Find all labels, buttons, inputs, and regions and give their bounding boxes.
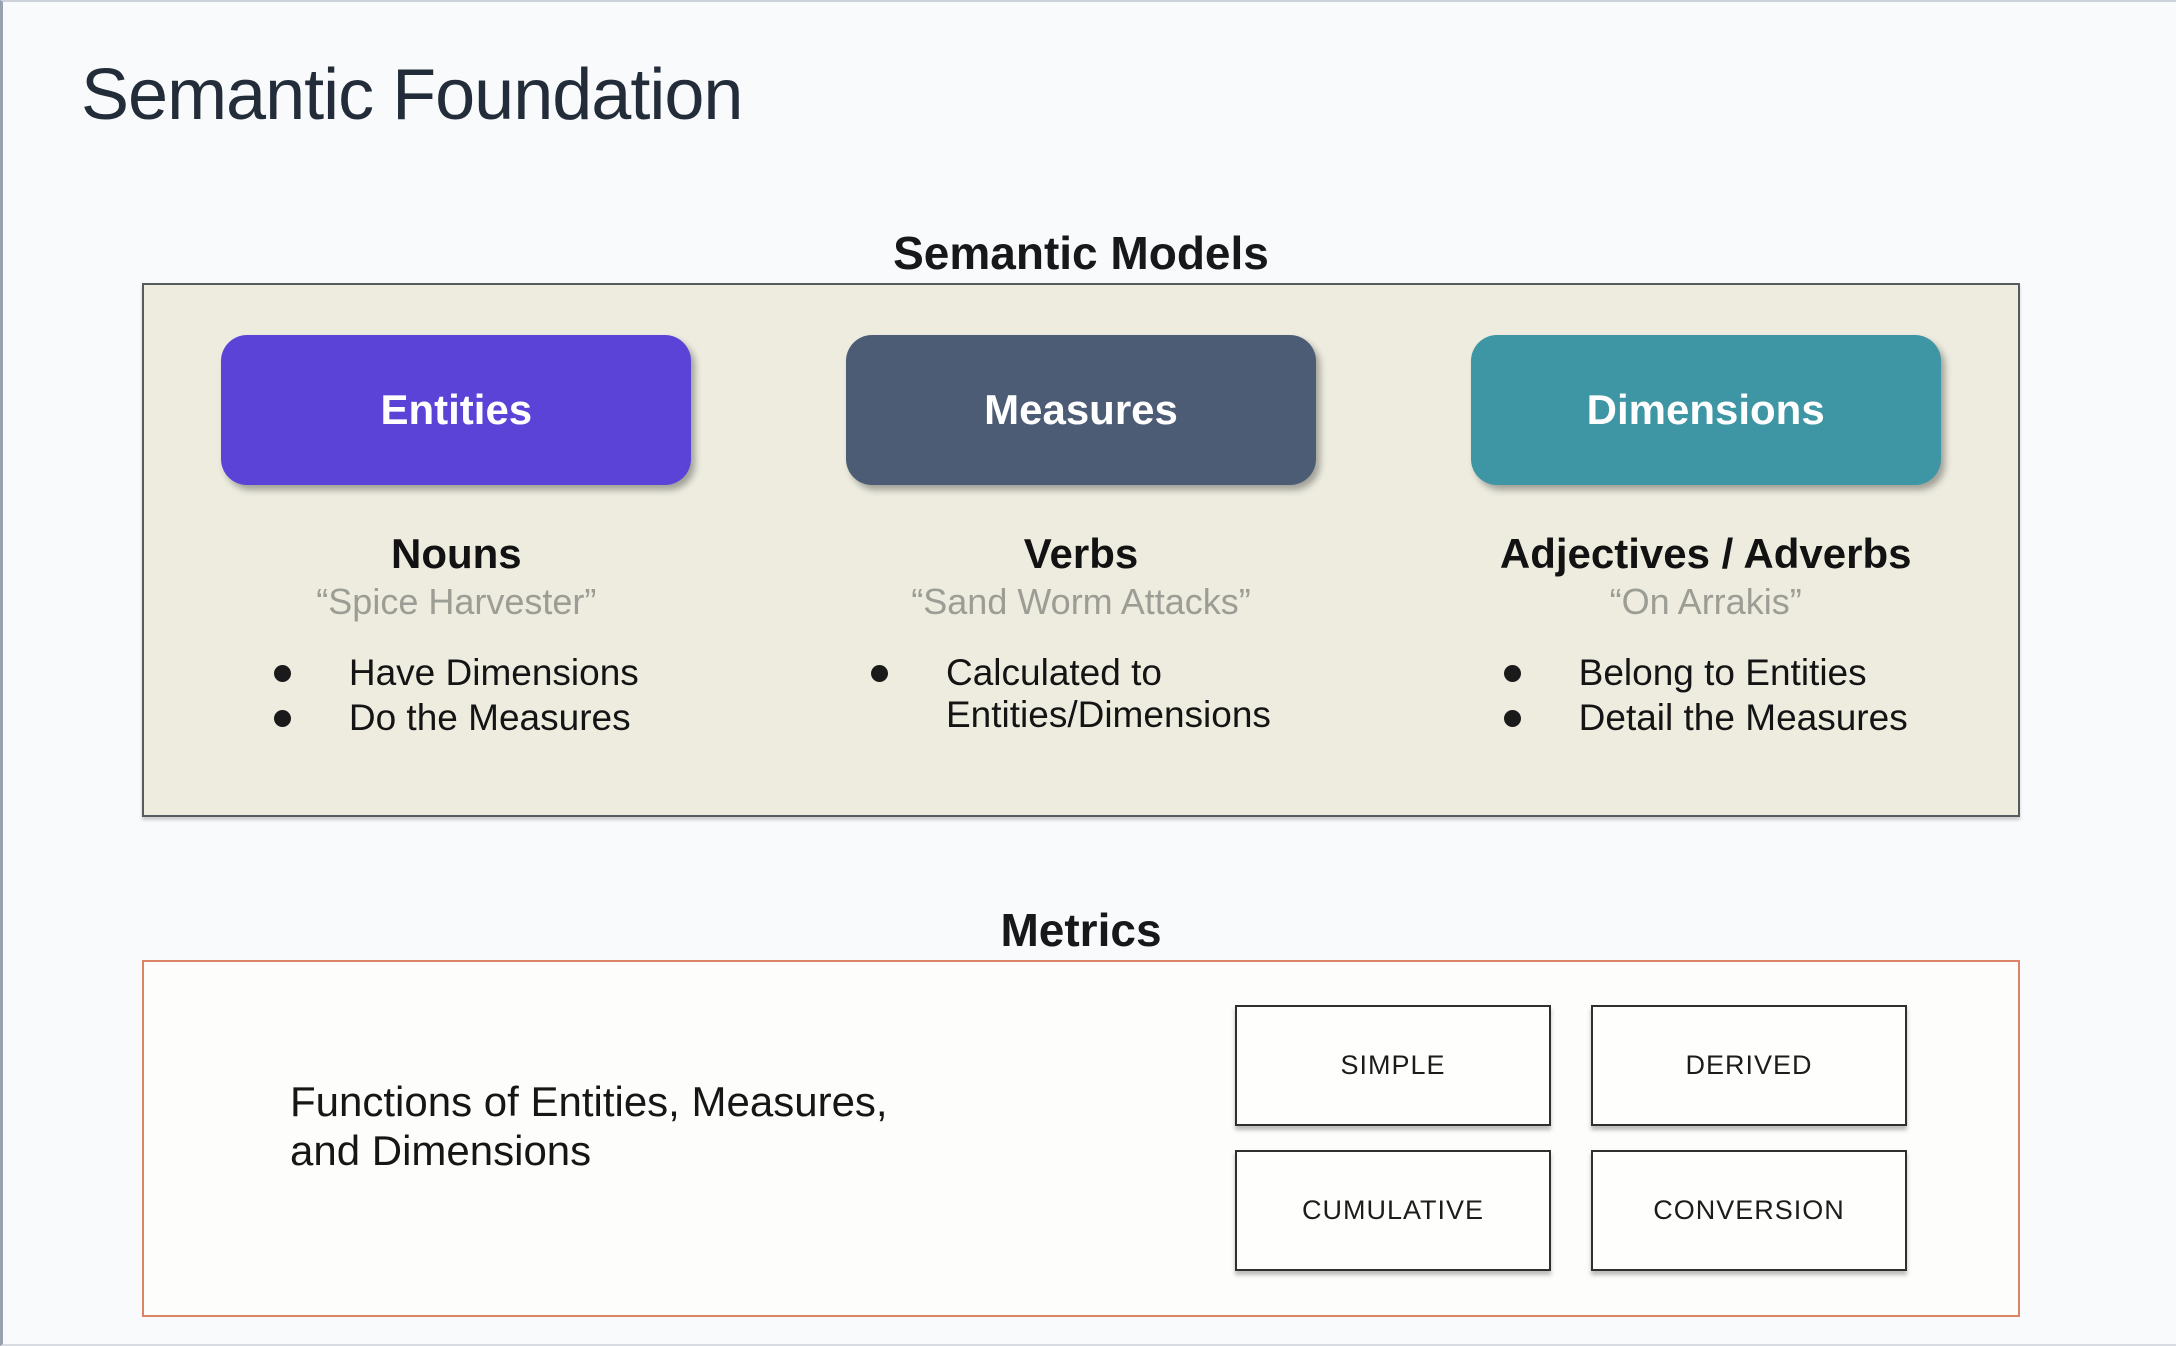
- bullet-dot: [273, 710, 291, 728]
- bullet-text: Belong to Entities: [1578, 651, 1867, 693]
- bullet-dot: [1503, 710, 1521, 728]
- bullet-item: Do the Measures: [273, 697, 639, 740]
- entities-role: Nouns: [391, 530, 522, 577]
- bullet-dot: [1503, 664, 1521, 682]
- metric-type-derived: DERIVED: [1591, 1005, 1907, 1126]
- metrics-heading: Metrics: [1000, 904, 1162, 956]
- measures-role: Verbs: [1023, 530, 1139, 577]
- bullet-item: Belong to Entities: [1503, 651, 1908, 695]
- metrics-description: Functions of Entities, Measures, and Dim…: [290, 1078, 888, 1175]
- measures-bullet-list: Calculated to Entities/Dimensions: [871, 649, 1291, 741]
- bullet-text: Do the Measures: [348, 697, 631, 739]
- metrics-description-line1: Functions of Entities, Measures,: [290, 1078, 888, 1125]
- dimensions-example: “On Arrakis”: [1609, 581, 1802, 623]
- model-column-dimensions: Dimensions Adjectives / Adverbs “On Arra…: [1393, 285, 2018, 815]
- bullet-item: Have Dimensions: [273, 651, 639, 695]
- bullet-dot: [273, 664, 291, 682]
- metrics-description-line2: and Dimensions: [290, 1126, 592, 1174]
- dimensions-role: Adjectives / Adverbs: [1499, 530, 1912, 577]
- measures-pill: Measures: [846, 335, 1316, 485]
- dimensions-pill: Dimensions: [1470, 335, 1941, 485]
- model-column-entities: Entities Nouns “Spice Harvester” Have Di…: [144, 285, 769, 815]
- metric-type-simple: SIMPLE: [1235, 1005, 1551, 1126]
- bullet-item: Detail the Measures: [1503, 697, 1908, 740]
- bullet-dot: [871, 664, 888, 682]
- measures-example: “Sand Worm Attacks”: [911, 581, 1251, 623]
- dimensions-bullet-list: Belong to Entities Detail the Measures: [1503, 649, 1908, 744]
- bullet-text: Calculated to Entities/Dimensions: [946, 651, 1271, 736]
- page-title: Semantic Foundation: [81, 55, 743, 135]
- metric-type-conversion: CONVERSION: [1591, 1150, 1907, 1271]
- model-column-measures: Measures Verbs “Sand Worm Attacks” Calcu…: [769, 285, 1394, 815]
- semantic-models-panel: Entities Nouns “Spice Harvester” Have Di…: [142, 283, 2020, 817]
- metric-types-grid: SIMPLE DERIVED CUMULATIVE CONVERSION: [1235, 1005, 1907, 1271]
- bullet-item: Calculated to Entities/Dimensions: [871, 652, 1291, 738]
- bullet-text: Have Dimensions: [348, 651, 639, 693]
- entities-example: “Spice Harvester”: [316, 581, 597, 623]
- semantic-models-heading: Semantic Models: [893, 227, 1269, 279]
- metric-type-cumulative: CUMULATIVE: [1235, 1150, 1551, 1271]
- entities-pill: Entities: [221, 335, 692, 485]
- bullet-text: Detail the Measures: [1578, 697, 1908, 739]
- entities-bullet-list: Have Dimensions Do the Measures: [273, 649, 639, 744]
- metrics-panel: Functions of Entities, Measures, and Dim…: [142, 960, 2020, 1317]
